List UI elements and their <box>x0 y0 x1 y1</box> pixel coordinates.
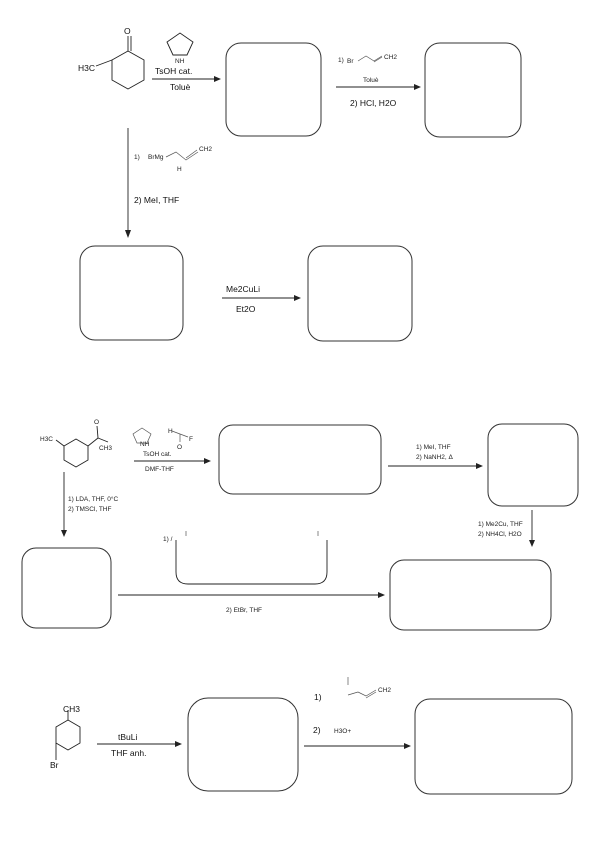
grignard-ch2: CH2 <box>199 146 212 153</box>
arrow-2-step2: 2) HCl, H2O <box>350 98 397 108</box>
arrow-2-solvent: Toluè <box>363 77 379 84</box>
formyl-f: F <box>189 436 193 443</box>
pyrrolidine-2-nh-label: NH <box>140 441 150 448</box>
scheme-3: CH3 Br tBuLi THF anh. 1) CH2 2) H3O+ <box>50 677 573 795</box>
product-box-alcohol <box>79 245 184 341</box>
product-box-cuprate <box>307 245 413 342</box>
aryl-methyl-label: H3C <box>40 436 53 443</box>
formyl-h: H <box>168 428 173 435</box>
acetyl-oxygen-label: O <box>94 419 99 426</box>
allyl-bromide-br: Br <box>347 58 354 65</box>
product-box-s2-enamine <box>218 424 382 495</box>
product-box-enamine <box>225 42 322 137</box>
product-box-s2-silyl-enol-ether <box>21 547 112 629</box>
methylacetophenone-structure: O CH3 H3C <box>40 419 112 468</box>
arrow-s3-1-reagent: tBuLi <box>118 732 137 742</box>
bromotoluene-structure: CH3 Br <box>50 704 81 770</box>
arrow-s2-2-step2: 2) NaNH2, Δ <box>416 454 454 461</box>
right-down-step2: 2) NH4Cl, H2O <box>478 531 522 538</box>
methyl-label: H3C <box>78 63 95 73</box>
bromotoluene-ch3-label: CH3 <box>63 704 80 714</box>
left-down-step2: 2) TMSCl, THF <box>68 506 111 513</box>
formyl-o: O <box>177 444 182 451</box>
arrow-1-solvent: Toluè <box>170 82 191 92</box>
allyl-bromide-ch2: CH2 <box>384 54 397 61</box>
arrow-s2-2-step1: 1) MeI, THF <box>416 444 451 451</box>
arrow-s2-1-solvent: DMF-THF <box>145 466 174 473</box>
arrow-s2-1-reagent: TsOH cat. <box>143 451 172 458</box>
carbonyl-oxygen-label: O <box>124 26 131 36</box>
right-down-step1: 1) Me2Cu, THF <box>478 521 523 528</box>
down-step1-num: 1) <box>134 154 140 161</box>
allyl-reagent-structure: CH2 <box>347 677 391 699</box>
s3-step1-num: 1) <box>314 692 322 702</box>
arrow-1-reagent: TsOH cat. <box>155 66 192 76</box>
scheme-2: O CH3 H3C NH H O F TsOH cat. DMF-THF <box>21 419 579 631</box>
product-box-s2-middle <box>175 531 328 585</box>
arrow-3-solvent: Et2O <box>236 304 256 314</box>
methylcyclohexanone-structure: O H3C <box>78 26 145 90</box>
formyl-fluoride-structure: H O F <box>168 428 193 451</box>
bromotoluene-br-label: Br <box>50 760 59 770</box>
scheme-1: O H3C NH TsOH cat. Toluè 1) Br CH2 Toluè… <box>78 26 522 342</box>
product-box-s3-final <box>414 698 573 795</box>
arrow-2-step1-num: 1) <box>338 57 344 64</box>
middle-label: 1) / <box>163 536 173 543</box>
arrow-3-reagent: Me2CuLi <box>226 284 260 294</box>
arrow-s3-1-solvent: THF anh. <box>111 748 146 758</box>
product-box-s2-final <box>389 559 552 631</box>
left-down-step1: 1) LDA, THF, 0°C <box>68 495 118 503</box>
down-step2: 2) MeI, THF <box>134 195 179 205</box>
pyrrolidine-nh-label: NH <box>175 58 185 65</box>
grignard-h: H <box>177 166 182 173</box>
s3-step2-num: 2) <box>313 725 321 735</box>
product-box-alkylated-ketone <box>424 42 522 138</box>
s3-step2-reagent: H3O+ <box>334 728 351 735</box>
product-box-aryllithium <box>187 697 299 792</box>
arrow-s2-bottom-label: 2) EtBr, THF <box>226 607 262 614</box>
acetyl-ch3-label: CH3 <box>99 445 112 452</box>
pyrrolidine-structure-2: NH <box>132 427 152 448</box>
s3-step1-ch2: CH2 <box>378 687 391 694</box>
pyrrolidine-structure: NH <box>166 32 194 65</box>
product-box-s2-alkene <box>487 423 579 507</box>
grignard-brmg: BrMg <box>148 154 164 161</box>
